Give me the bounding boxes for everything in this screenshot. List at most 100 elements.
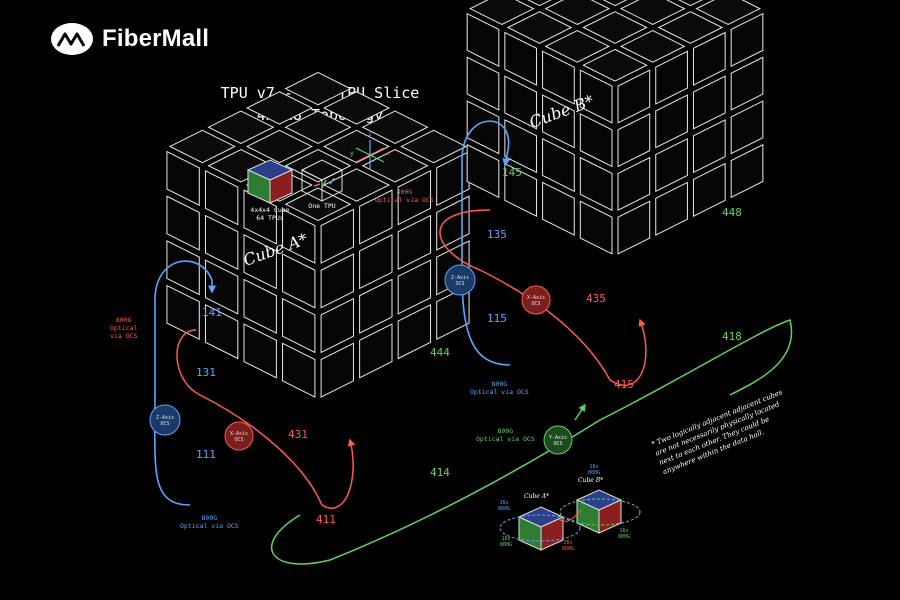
tpu-face [527,0,552,7]
z-axis-ocs-a-label: Z-Axis OCS [155,415,175,427]
node-label: 415 [614,378,634,391]
tpu-face [320,342,354,398]
fibermall-logo-icon [51,23,93,55]
tpu-face [579,156,613,211]
axes-legend-icon [355,140,385,170]
tpu-face [168,129,236,164]
cube-b-node-labels: 145 135 115 448 435 415 418 [487,166,742,391]
tpu-face [655,94,688,149]
tpu-face [284,110,352,144]
cube-legend-icon [246,159,294,204]
node-label: 418 [722,330,742,343]
tpu-face [359,189,393,245]
node-label: 431 [288,428,308,441]
tpu-face [579,113,613,168]
tpu-face [542,50,575,105]
y-link-between-cubes [270,319,793,565]
tpu-face [655,181,688,236]
tpu-face [544,0,611,26]
z-link-cube-a [154,260,216,506]
tpu-face [730,143,764,199]
node-label: 131 [196,366,216,379]
cube-a-grid [166,71,470,398]
tpu-face [204,170,239,226]
tpu-face [504,119,538,174]
tpu-face [655,50,688,105]
z-axis-ocs-b-label: Z-Axis OCS [450,275,470,287]
tpu-face [243,278,277,334]
tpu-face [284,187,352,222]
tpu-face [617,200,651,255]
node-label: 448 [722,206,742,219]
tpu-face [436,195,470,251]
tpu-face [692,31,726,86]
tpu-legend-icon [300,159,344,202]
tpu-face [320,253,354,309]
tpu-face [166,284,200,341]
tpu-face [692,162,726,217]
x-axis-ocs-b-label: X-Axis OCS [526,295,546,307]
z-axis-ocs-a-icon [149,404,181,436]
tpu-face [436,284,470,341]
x-link-cube-a [176,329,356,509]
node-label: 115 [487,312,507,325]
tpu-face [692,119,726,174]
mini-cube-a-label: Cube A* [524,493,550,500]
tpu-face [243,233,277,290]
node-label: 141 [202,306,222,319]
brand-logo[interactable]: FiberMall [50,22,209,56]
tpu-face [506,11,573,44]
node-label: 145 [502,166,522,179]
tpu-face [692,75,726,130]
tpu-face [243,323,277,379]
tpu-face [166,150,200,207]
y-axis-ocs-label: Y-Axis OCS [548,435,568,447]
ocs-switches [149,264,573,455]
tpu-face [466,100,500,155]
tpu-face [579,200,613,255]
tpu-face [359,278,393,334]
tpu-face [466,56,500,111]
tpu-face [204,259,239,315]
axis-y-label: y [350,149,354,157]
tpu-face [619,29,686,63]
tpu-face [204,214,239,271]
node-label: 414 [430,466,450,479]
tpu-face [542,94,575,149]
x-axis-ocs-a-icon [224,421,254,451]
tpu-face [207,110,275,144]
tpu-face [400,129,468,164]
tpu-face [323,129,391,164]
tpu-face [397,304,432,360]
tpu-face [323,91,391,125]
tpu-face [397,214,432,271]
tpu-face [282,297,316,354]
node-label: 435 [586,292,606,305]
tpu-face [466,12,500,68]
z-axis-ocs-b-icon [444,264,476,296]
x-axis-ocs-b-icon [521,285,551,315]
tpu-face [245,129,313,164]
tpu-face [504,162,538,217]
tpu-face [436,150,470,207]
tpu-face [544,29,611,63]
tpu-face [466,143,500,199]
tpu-face [207,149,275,183]
tpu-face [469,0,535,26]
y-axis-ocs-icon [543,425,573,455]
tpu-face [282,253,316,309]
tpu-face [397,259,432,315]
tpu-face [166,240,200,296]
tpu-face [361,149,429,183]
